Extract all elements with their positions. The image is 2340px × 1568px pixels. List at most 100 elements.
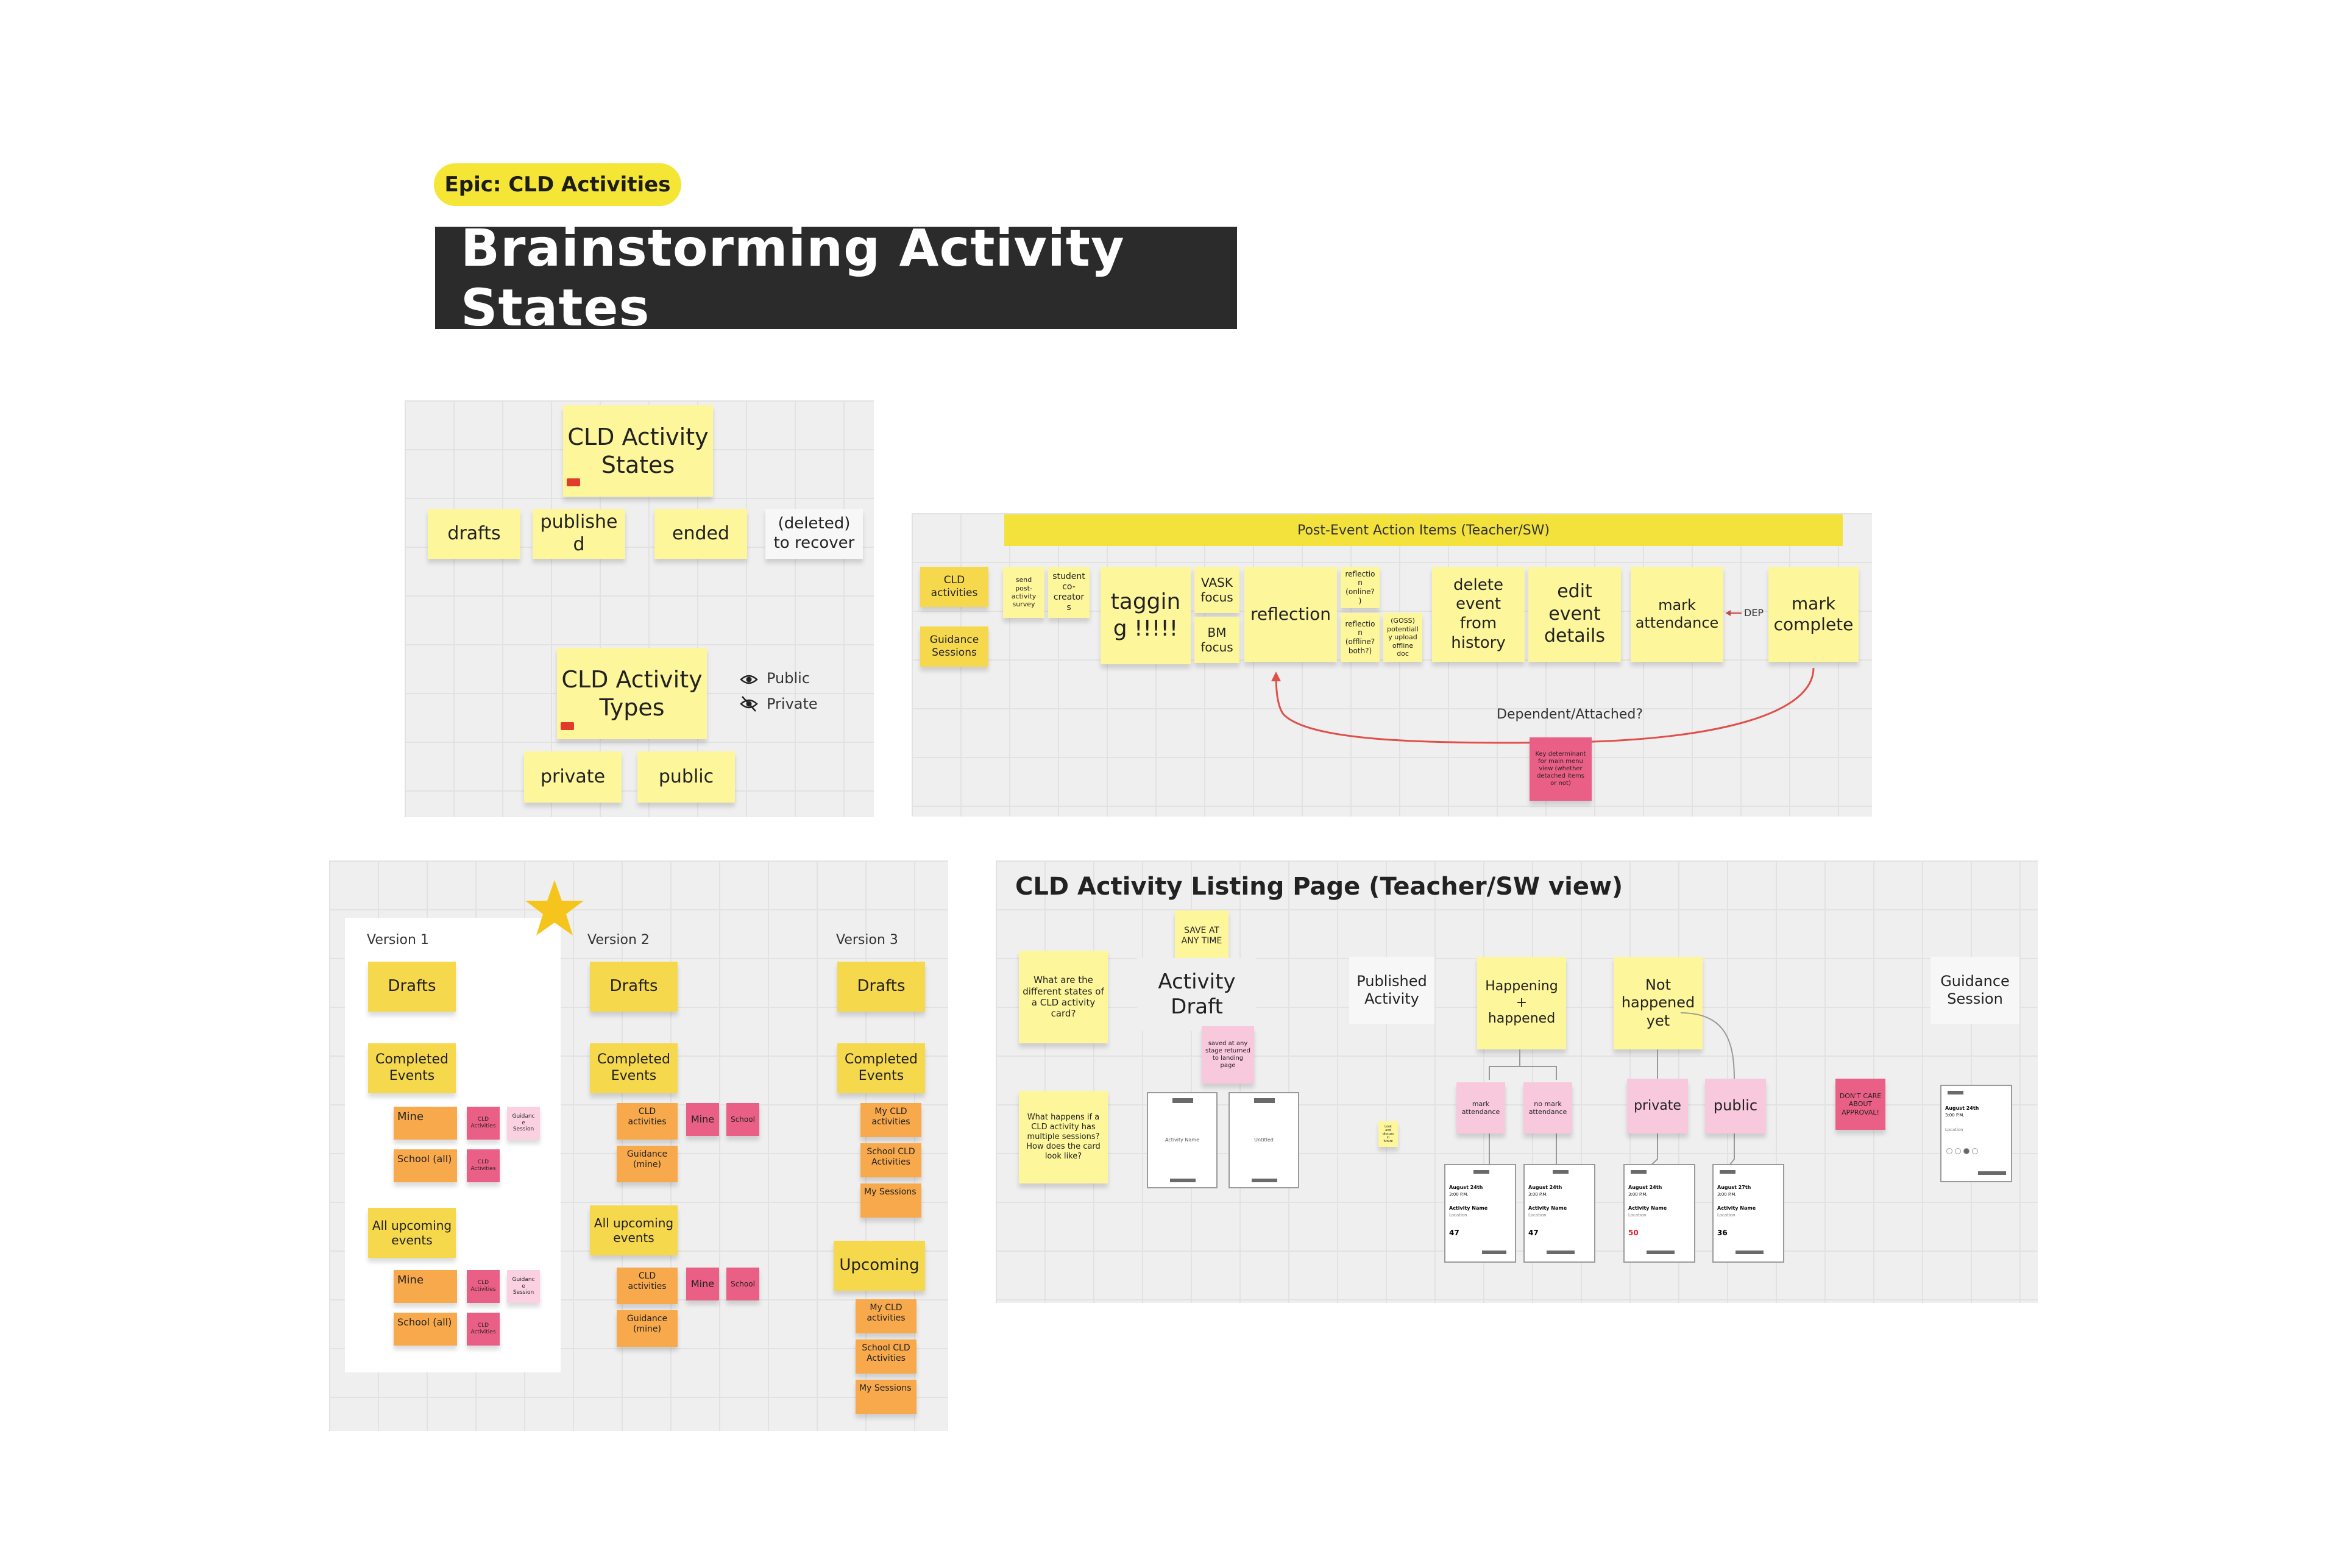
- avatar: [1963, 1148, 1970, 1154]
- sticky-public[interactable]: public: [1705, 1079, 1766, 1133]
- sticky-private[interactable]: private: [1627, 1079, 1688, 1133]
- card-time: 3:00 P.M.: [1717, 1192, 1737, 1197]
- sticky-ended[interactable]: ended: [654, 509, 747, 559]
- v3-completed[interactable]: Completed Events: [837, 1043, 925, 1093]
- sticky-happening[interactable]: Happening + happened: [1477, 957, 1566, 1049]
- v1-cld-activities-school[interactable]: CLD Activities: [467, 1149, 500, 1182]
- v2-school[interactable]: School: [726, 1103, 759, 1136]
- legend-private: Private: [767, 695, 818, 712]
- board-activity-states[interactable]: CLD Activity States drafts published end…: [405, 400, 874, 817]
- v2-school-upcoming[interactable]: School: [726, 1268, 759, 1300]
- sticky-not-happened[interactable]: Not happened yet: [1614, 957, 1703, 1049]
- v1-school-upcoming[interactable]: School (all): [394, 1313, 457, 1346]
- sticky-dont-care-approval[interactable]: DON'T CARE ABOUT APPROVAL!: [1835, 1079, 1885, 1130]
- sticky-bm-focus[interactable]: BM focus: [1194, 617, 1239, 663]
- sticky-goss-upload[interactable]: (GOSS) potentially upload offline doc: [1383, 613, 1422, 662]
- sticky-types-title[interactable]: CLD Activity Types: [557, 648, 707, 739]
- sticky-guidance-sessions[interactable]: Guidance Sessions: [920, 626, 988, 667]
- v2-guidance[interactable]: Guidance (mine): [617, 1146, 678, 1182]
- v2-completed[interactable]: Completed Events: [590, 1043, 678, 1093]
- guidance-session-label[interactable]: Guidance Session: [1930, 957, 2019, 1024]
- sticky-delete-event[interactable]: delete event from history: [1432, 567, 1525, 662]
- v1-drafts[interactable]: Drafts: [368, 962, 456, 1012]
- v3-my-sessions-upcoming[interactable]: My Sessions: [856, 1380, 916, 1414]
- activity-draft-label[interactable]: Activity Draft: [1137, 958, 1257, 1031]
- sticky-published[interactable]: published: [533, 509, 625, 559]
- sticky-mark-complete[interactable]: mark complete: [1768, 567, 1859, 662]
- page-title: Brainstorming Activity States: [435, 218, 1237, 338]
- v1-upcoming[interactable]: All upcoming events: [368, 1208, 456, 1258]
- v2-guidance-upcoming[interactable]: Guidance (mine): [617, 1310, 678, 1347]
- eye-icon: [740, 672, 758, 687]
- card-name: Activity Name: [1628, 1205, 1667, 1211]
- sticky-states-question[interactable]: What are the different states of a CLD a…: [1019, 951, 1108, 1043]
- sticky-sessions-question[interactable]: What happens if a CLD activity has multi…: [1019, 1091, 1108, 1183]
- sticky-reflection[interactable]: reflection: [1244, 567, 1337, 662]
- sticky-reflection-online[interactable]: reflection (online?): [1341, 567, 1380, 608]
- v3-drafts[interactable]: Drafts: [837, 962, 925, 1012]
- v2-cld-activities-upcoming[interactable]: CLD activities: [617, 1268, 678, 1304]
- sticky-tagging[interactable]: tagging !!!!!: [1101, 567, 1191, 664]
- sticky-saved-note[interactable]: saved at any stage returned to landing p…: [1202, 1026, 1254, 1084]
- board-versions[interactable]: Version 1 Drafts Completed Events Mine C…: [329, 860, 948, 1431]
- v1-school[interactable]: School (all): [394, 1149, 457, 1182]
- sticky-cld-activities[interactable]: CLD activities: [920, 567, 988, 607]
- v3-school-cld-upcoming[interactable]: School CLD Activities: [856, 1339, 916, 1374]
- sticky-mark-attendance[interactable]: mark attendance: [1456, 1082, 1505, 1133]
- v2-upcoming[interactable]: All upcoming events: [590, 1205, 678, 1255]
- sticky-states-title[interactable]: CLD Activity States: [563, 405, 713, 497]
- board-post-event-actions[interactable]: Post-Event Action Items (Teacher/SW) CLD…: [912, 513, 1872, 817]
- sticky-tiny-note[interactable]: Look and discuss in future: [1378, 1121, 1398, 1147]
- v2-cld-activities[interactable]: CLD activities: [617, 1103, 678, 1140]
- board-listing-page[interactable]: CLD Activity Listing Page (Teacher/SW vi…: [996, 860, 2038, 1303]
- sticky-public[interactable]: public: [637, 751, 735, 803]
- sticky-co-creators[interactable]: student co-creators: [1048, 567, 1090, 618]
- card-time: 3:00 P.M.: [1628, 1192, 1648, 1197]
- v2-mine[interactable]: Mine: [686, 1103, 719, 1136]
- v1-guidance-upcoming[interactable]: Guidance Session: [507, 1270, 540, 1303]
- sticky-reflection-offline[interactable]: reflection (offline? both?): [1341, 613, 1380, 662]
- v3-school-cld[interactable]: School CLD Activities: [860, 1143, 921, 1177]
- v3-my-cld[interactable]: My CLD activities: [860, 1103, 921, 1137]
- sticky-no-mark-attendance[interactable]: no mark attendance: [1523, 1082, 1572, 1133]
- sticky-drafts[interactable]: drafts: [428, 509, 520, 559]
- v3-my-sessions[interactable]: My Sessions: [860, 1183, 921, 1218]
- card-time: 3:00 P.M.: [1528, 1192, 1548, 1197]
- card-count: 47: [1449, 1229, 1459, 1237]
- sticky-key-determinant[interactable]: Key determinant for main menu view (whet…: [1530, 737, 1592, 801]
- gs-card-time: 3:00 P.M.: [1945, 1113, 1965, 1118]
- draft-card-wireframe[interactable]: Activity Name: [1147, 1092, 1218, 1188]
- v1-cld-activities-upcoming[interactable]: CLD Activities: [467, 1270, 500, 1303]
- sticky-vask-focus[interactable]: VASK focus: [1194, 567, 1239, 613]
- sticky-post-survey[interactable]: send post-activity survey: [1003, 567, 1044, 618]
- card-name: Activity Name: [1717, 1205, 1756, 1211]
- guidance-card-wireframe[interactable]: August 24th 3:00 P.M. Location: [1940, 1085, 2012, 1182]
- v2-mine-upcoming[interactable]: Mine: [686, 1268, 719, 1300]
- sticky-mark-attendance[interactable]: mark attendance: [1631, 567, 1723, 662]
- v2-drafts[interactable]: Drafts: [590, 962, 678, 1012]
- card-count: 36: [1717, 1229, 1728, 1237]
- event-card-wireframe[interactable]: August 27th 3:00 P.M. Activity Name Loca…: [1712, 1164, 1784, 1263]
- avatar: [1955, 1148, 1961, 1154]
- event-card-wireframe[interactable]: August 24th 3:00 P.M. Activity Name Loca…: [1523, 1164, 1595, 1263]
- v3-upcoming[interactable]: Upcoming: [834, 1241, 925, 1291]
- card-date: August 27th: [1717, 1185, 1751, 1190]
- eye-off-icon: [740, 695, 758, 712]
- v1-mine-upcoming[interactable]: Mine: [394, 1270, 457, 1303]
- sticky-private[interactable]: private: [524, 751, 622, 803]
- post-event-banner: Post-Event Action Items (Teacher/SW): [1004, 514, 1843, 546]
- sticky-deleted[interactable]: (deleted) to recover: [765, 509, 863, 559]
- v1-mine[interactable]: Mine: [394, 1107, 457, 1140]
- event-card-wireframe[interactable]: August 24th 3:00 P.M. Activity Name Loca…: [1623, 1164, 1695, 1263]
- published-activity-label[interactable]: Published Activity: [1349, 957, 1434, 1024]
- sticky-save-anytime[interactable]: SAVE AT ANY TIME: [1175, 910, 1228, 962]
- v1-guidance[interactable]: Guidance Session: [507, 1107, 540, 1140]
- v3-my-cld-upcoming[interactable]: My CLD activities: [856, 1299, 916, 1333]
- sticky-edit-event[interactable]: edit event details: [1528, 567, 1621, 662]
- event-card-wireframe[interactable]: August 24th 3:00 P.M. Activity Name Loca…: [1444, 1164, 1516, 1263]
- card-date: August 24th: [1449, 1185, 1483, 1190]
- v1-cld-activities-school-upcoming[interactable]: CLD Activities: [467, 1313, 500, 1346]
- v1-cld-activities[interactable]: CLD Activities: [467, 1107, 500, 1140]
- untitled-card-wireframe[interactable]: Untitled: [1228, 1092, 1299, 1188]
- v1-completed[interactable]: Completed Events: [368, 1043, 456, 1093]
